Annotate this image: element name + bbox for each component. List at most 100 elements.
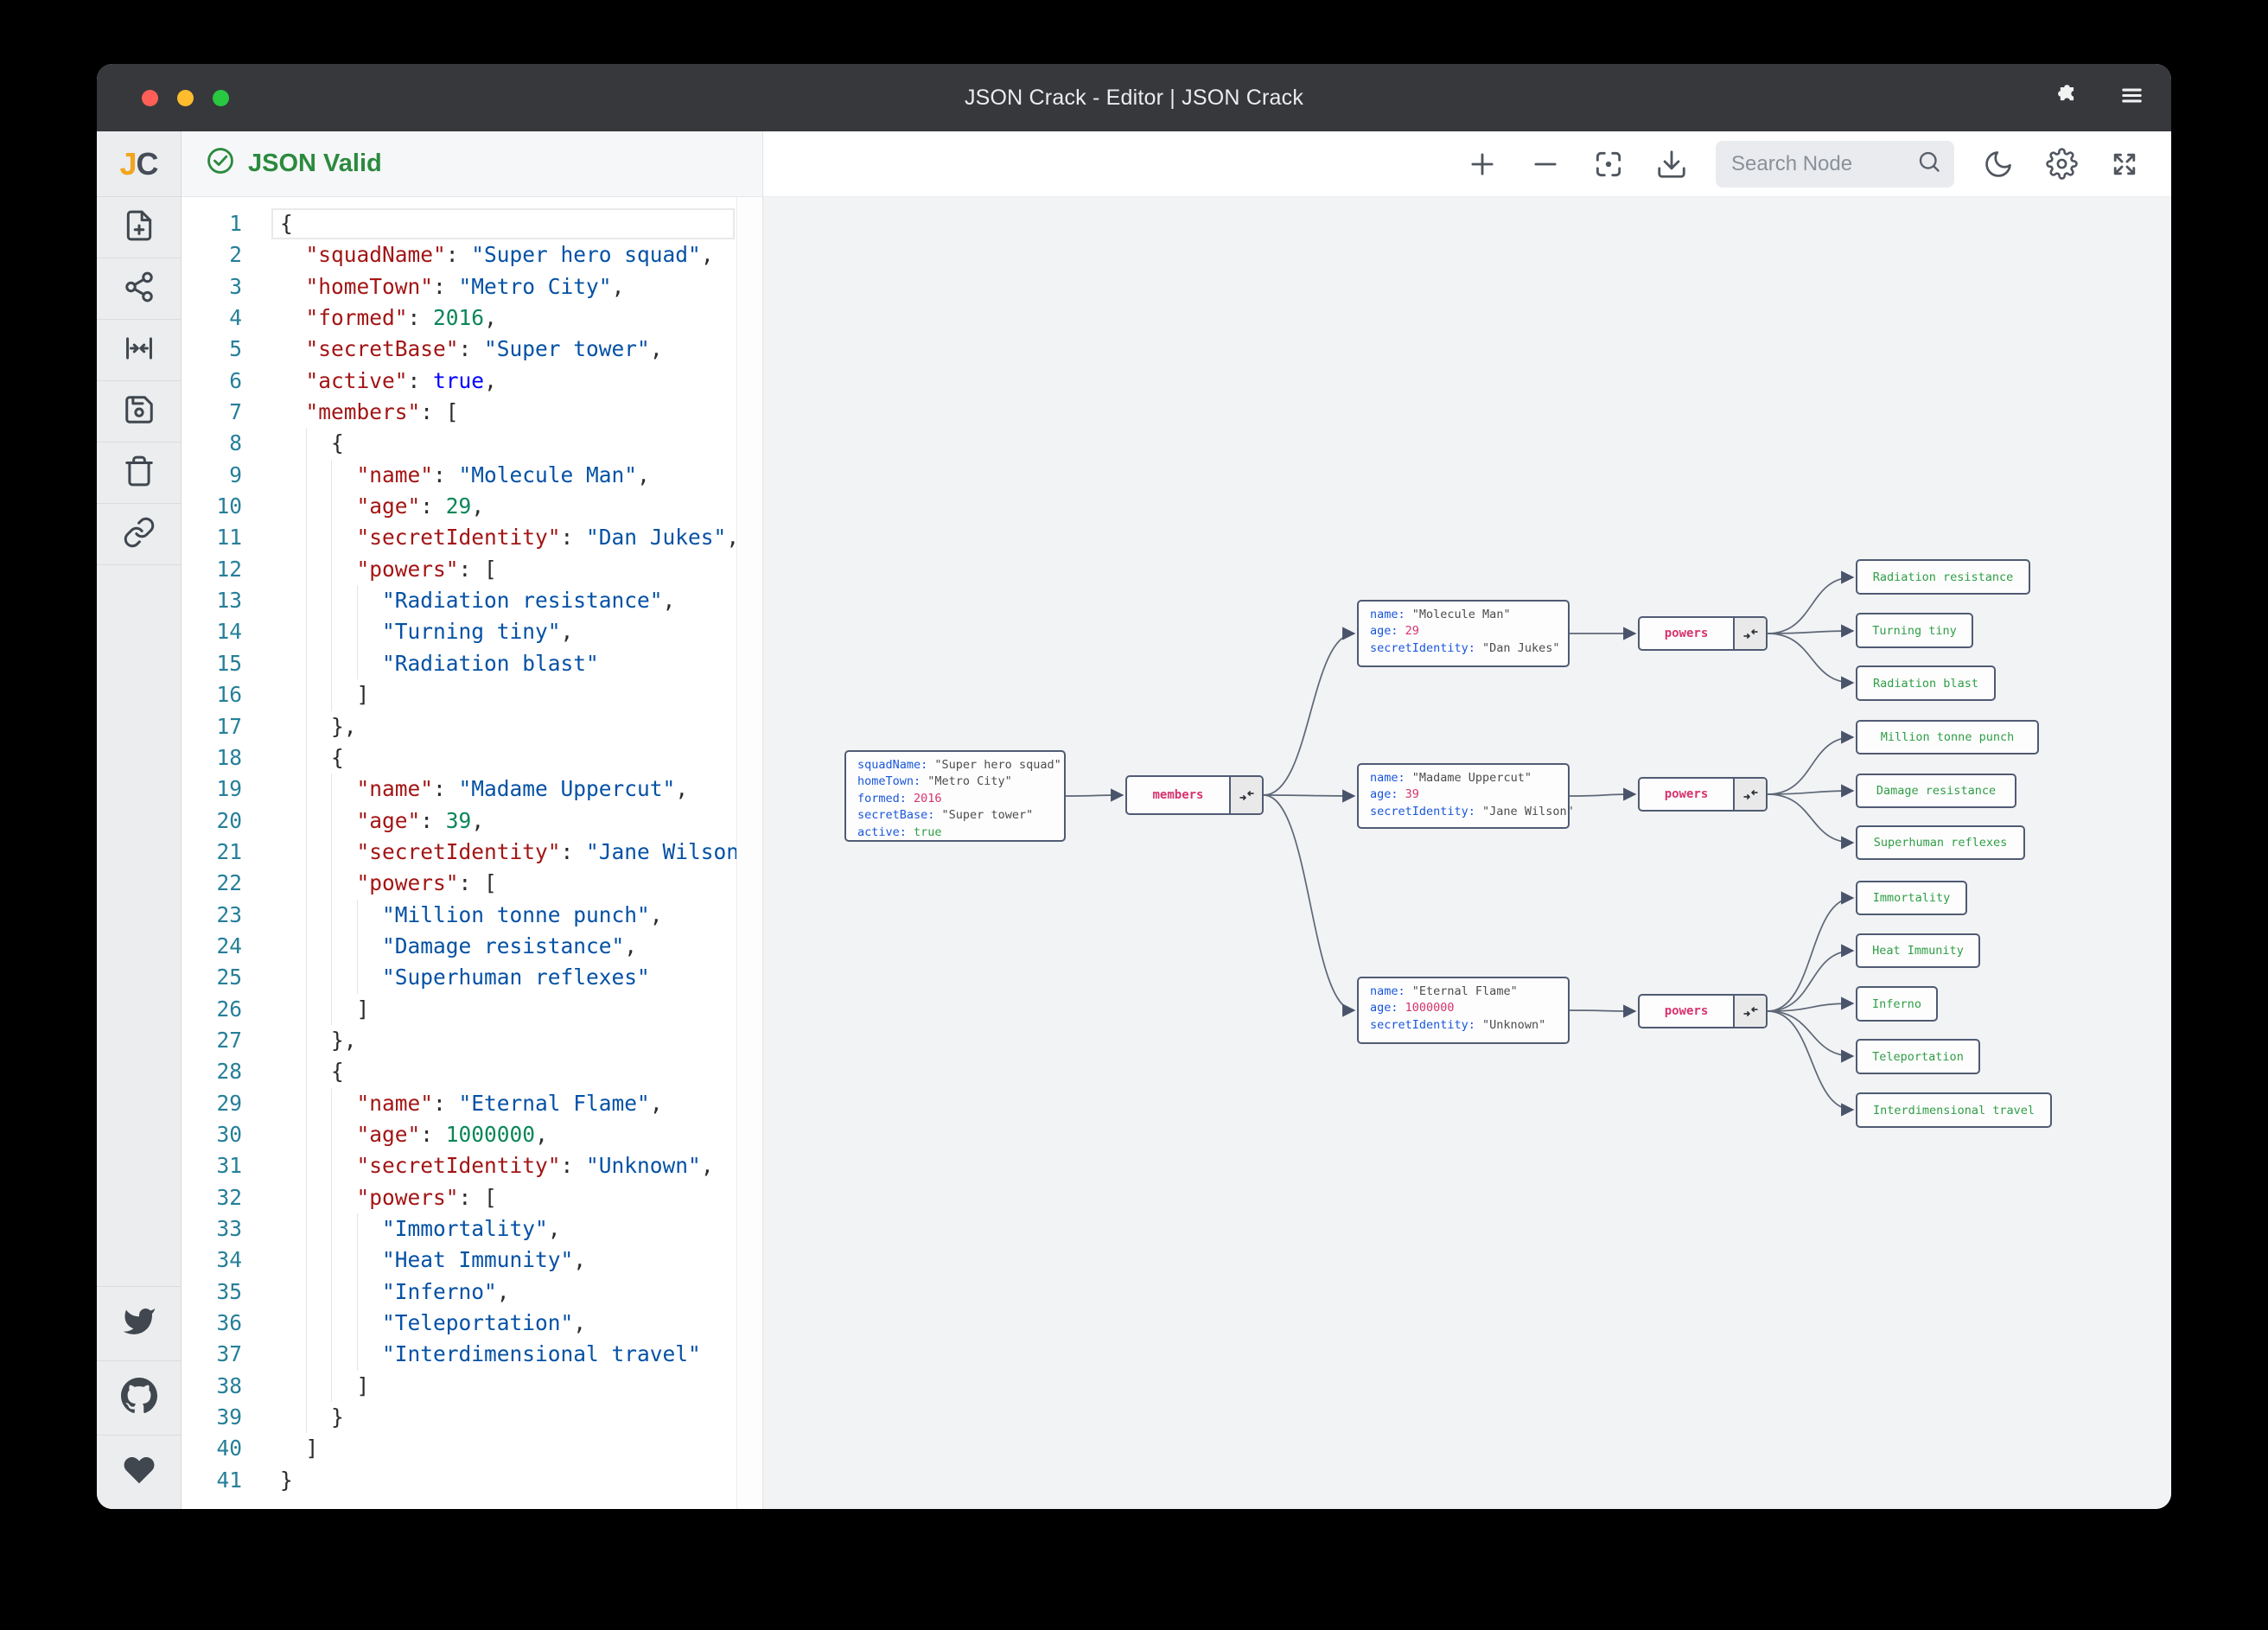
sidebar-item-new-file[interactable] (97, 197, 181, 258)
graph-leaf-leaf-2a[interactable]: Million tonne punch (1856, 720, 2039, 755)
sidebar-item-copy-link[interactable] (97, 504, 181, 565)
editor-line[interactable]: 19 "name": "Madame Uppercut", (182, 774, 762, 805)
sidebar-item-twitter[interactable] (97, 1286, 181, 1360)
editor-line[interactable]: 32 "powers": [ (182, 1181, 762, 1213)
editor-line[interactable]: 28 { (182, 1056, 762, 1088)
editor-line[interactable]: 8 { (182, 428, 762, 460)
sidebar-item-delete[interactable] (97, 443, 181, 504)
graph-leaf-leaf-3b[interactable]: Heat Immunity (1856, 933, 1980, 968)
graph-leaf-leaf-1a[interactable]: Radiation resistance (1856, 559, 2030, 595)
graph-leaf-leaf-3d[interactable]: Teleportation (1856, 1039, 1980, 1074)
editor-line[interactable]: 29 "name": "Eternal Flame", (182, 1087, 762, 1119)
graph-node-powers-1[interactable]: powers (1638, 616, 1768, 651)
search-icon[interactable] (1916, 149, 1942, 179)
search-node-input[interactable] (1731, 151, 1916, 176)
editor-line[interactable]: 36 "Teleportation", (182, 1308, 762, 1340)
editor-line[interactable]: 6 "active": true, (182, 366, 762, 397)
github-icon (120, 1378, 157, 1418)
editor-line[interactable]: 2 "squadName": "Super hero squad", (182, 239, 762, 271)
traffic-lights (142, 64, 229, 131)
editor-line[interactable]: 17 }, (182, 710, 762, 742)
graph-node-members[interactable]: members (1125, 775, 1264, 815)
editor-line[interactable]: 27 }, (182, 1024, 762, 1057)
editor-line[interactable]: 37 "Interdimensional travel" (182, 1339, 762, 1371)
editor-line[interactable]: 21 "secretIdentity": "Jane Wilson", (182, 836, 762, 869)
editor-line[interactable]: 10 "age": 29, (182, 491, 762, 523)
dark-mode-button[interactable] (1979, 145, 2017, 183)
sidebar-item-graph-view[interactable] (97, 258, 181, 320)
editor-line[interactable]: 41} (182, 1465, 762, 1496)
node-row: name: "Eternal Flame" (1370, 984, 1518, 998)
editor-line[interactable]: 3 "homeTown": "Metro City", (182, 271, 762, 302)
graph-node-root[interactable]: squadName: "Super hero squad"homeTown: "… (844, 750, 1066, 842)
close-button[interactable] (142, 89, 158, 106)
editor-line[interactable]: 9 "name": "Molecule Man", (182, 459, 762, 492)
editor-line[interactable]: 12 "powers": [ (182, 553, 762, 586)
editor-line[interactable]: 26 ] (182, 993, 762, 1025)
graph-node-powers-2[interactable]: powers (1638, 777, 1768, 812)
editor-line[interactable]: 25 "Superhuman reflexes" (182, 962, 762, 994)
editor-line[interactable]: 7 "members": [ (182, 397, 762, 428)
sidebar-item-sponsor[interactable] (97, 1435, 181, 1509)
line-number: 19 (216, 776, 242, 802)
editor-line[interactable]: 4 "formed": 2016, (182, 302, 762, 334)
collapse-node-button[interactable] (1733, 618, 1766, 649)
graph-leaf-leaf-3e[interactable]: Interdimensional travel (1856, 1092, 2052, 1128)
editor-line[interactable]: 5 "secretBase": "Super tower", (182, 334, 762, 365)
collapse-node-button[interactable] (1733, 996, 1766, 1027)
sidebar-item-github[interactable] (97, 1360, 181, 1435)
editor-line[interactable]: 38 ] (182, 1370, 762, 1403)
graph-leaf-leaf-3a[interactable]: Immortality (1856, 881, 1967, 915)
fullscreen-button[interactable] (2106, 145, 2144, 183)
graph-leaf-leaf-1b[interactable]: Turning tiny (1856, 613, 1973, 648)
json-code-editor[interactable]: 1{2 "squadName": "Super hero squad",3 "h… (182, 197, 762, 1509)
extensions-puzzle-icon[interactable] (2052, 82, 2079, 113)
menu-hamburger-icon[interactable] (2118, 82, 2145, 113)
editor-line[interactable]: 1{ (182, 208, 762, 240)
collapse-node-button[interactable] (1733, 779, 1766, 810)
editor-line[interactable]: 39 } (182, 1402, 762, 1434)
editor-line[interactable]: 22 "powers": [ (182, 868, 762, 900)
editor-line[interactable]: 35 "Inferno", (182, 1276, 762, 1308)
zoom-out-button[interactable] (1526, 145, 1564, 183)
center-view-button[interactable] (1590, 145, 1628, 183)
graph-leaf-leaf-2b[interactable]: Damage resistance (1856, 774, 2016, 808)
sidebar-item-save[interactable] (97, 381, 181, 443)
zoom-in-button[interactable] (1463, 145, 1501, 183)
editor-line[interactable]: 11 "secretIdentity": "Dan Jukes", (182, 522, 762, 554)
editor-line[interactable]: 16 ] (182, 679, 762, 711)
collapse-node-button[interactable] (1229, 777, 1262, 813)
editor-line[interactable]: 20 "age": 39, (182, 805, 762, 837)
sidebar-item-compress[interactable] (97, 320, 181, 381)
graph-leaf-leaf-3c[interactable]: Inferno (1856, 986, 1938, 1022)
download-button[interactable] (1653, 145, 1691, 183)
editor-line[interactable]: 24 "Damage resistance", (182, 930, 762, 963)
editor-line[interactable]: 13 "Radiation resistance", (182, 585, 762, 617)
graph-leaf-leaf-1c[interactable]: Radiation blast (1856, 665, 1996, 701)
graph-share-icon (123, 271, 156, 308)
settings-gear-button[interactable] (2042, 145, 2080, 183)
editor-scrollbar[interactable] (736, 197, 762, 1509)
graph-node-powers-3[interactable]: powers (1638, 994, 1768, 1028)
zoom-button[interactable] (213, 89, 229, 106)
graph-leaf-leaf-2c[interactable]: Superhuman reflexes (1856, 825, 2025, 860)
editor-line[interactable]: 31 "secretIdentity": "Unknown", (182, 1150, 762, 1182)
editor-line[interactable]: 40 ] (182, 1433, 762, 1464)
editor-line[interactable]: 34 "Heat Immunity", (182, 1245, 762, 1277)
graph-canvas[interactable]: squadName: "Super hero squad"homeTown: "… (763, 197, 2171, 1509)
code-text: "secretIdentity": "Jane Wilson", (356, 838, 762, 864)
editor-line[interactable]: 14 "Turning tiny", (182, 616, 762, 648)
editor-line[interactable]: 23 "Million tonne punch", (182, 899, 762, 931)
editor-line[interactable]: 33 "Immortality", (182, 1213, 762, 1245)
editor-line[interactable]: 18 { (182, 742, 762, 774)
code-text: { (331, 744, 344, 770)
indent-guide (305, 1118, 307, 1151)
editor-line[interactable]: 15 "Radiation blast" (182, 647, 762, 680)
code-text: "Million tonne punch", (382, 901, 663, 927)
editor-line[interactable]: 30 "age": 1000000, (182, 1118, 762, 1151)
minimize-button[interactable] (177, 89, 194, 106)
